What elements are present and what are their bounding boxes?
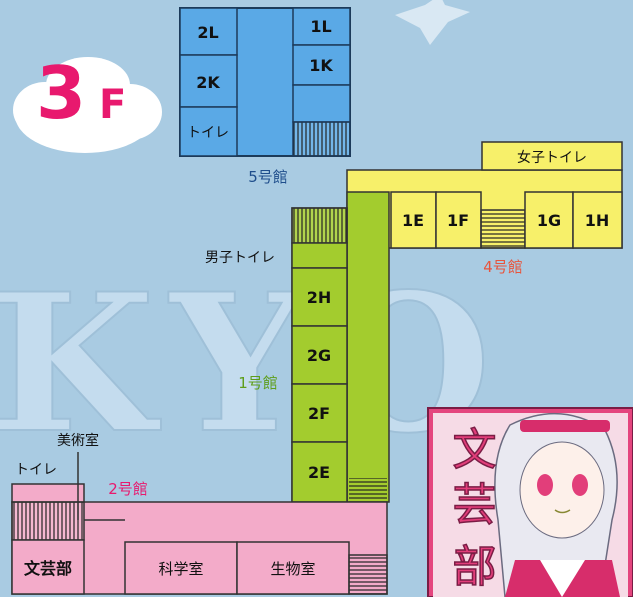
room-5-blank: [292, 84, 351, 123]
room-2K-label: 2K: [196, 73, 220, 92]
womens-toilet[interactable]: [481, 141, 623, 171]
stairs-5: [292, 121, 351, 157]
floor-number: 3: [36, 51, 86, 135]
room-2H-label: 2H: [307, 288, 332, 307]
room-2E-label: 2E: [308, 463, 330, 482]
bungeibu-label: 文芸部: [24, 559, 72, 578]
room-2H[interactable]: [291, 267, 348, 327]
room-1L-label: 1L: [310, 17, 331, 36]
biology-room-label: 生物室: [270, 560, 315, 578]
room-1E[interactable]: [390, 191, 437, 249]
science-room-label: 科学室: [158, 560, 203, 578]
room-2E[interactable]: [291, 441, 348, 503]
club-poster: [427, 407, 633, 597]
room-2G[interactable]: [291, 325, 348, 385]
room-2G-label: 2G: [307, 346, 331, 365]
building-4-label: 4号館: [483, 258, 523, 276]
mens-toilet[interactable]: [291, 242, 348, 269]
cloud-icon: [13, 57, 162, 153]
poster-title-char: 部: [445, 543, 496, 587]
womens-toilet-label: 女子トイレ: [517, 149, 587, 166]
biology-room[interactable]: [236, 541, 350, 595]
building-1: [291, 191, 390, 503]
room-1G-label: 1G: [537, 211, 561, 230]
room-2L[interactable]: [179, 7, 238, 56]
poster-title: 文 芸 部: [445, 426, 496, 587]
building-5: [179, 7, 351, 157]
watermark-text: KYO: [0, 252, 511, 475]
bird-icon: [395, 0, 470, 45]
stairs-2b: [348, 554, 388, 595]
building-2-label: 2号館: [108, 480, 148, 498]
stairs-4: [480, 209, 526, 249]
bungeibu-room[interactable]: [11, 539, 85, 595]
room-1L[interactable]: [292, 7, 351, 46]
room-2F-label: 2F: [308, 404, 330, 423]
building-5-label: 5号館: [248, 168, 288, 186]
stairs-1: [291, 207, 348, 244]
building-2: [11, 452, 388, 595]
stairs-2: [11, 501, 85, 541]
poster-title-char: 文: [445, 426, 496, 470]
room-1H-label: 1H: [585, 211, 610, 230]
stairs-1b: [349, 478, 387, 502]
art-room-label: 美術室: [57, 432, 99, 449]
building-1-label: 1号館: [238, 374, 278, 392]
floor-unit: F: [99, 82, 126, 128]
room-1H[interactable]: [572, 191, 623, 249]
room-1F-label: 1F: [447, 211, 469, 230]
room-1E-label: 1E: [402, 211, 424, 230]
room-1G[interactable]: [524, 191, 574, 249]
toilet-2-label: トイレ: [15, 462, 57, 478]
toilet-5[interactable]: [179, 106, 238, 157]
toilet-5-label: トイレ: [187, 125, 229, 141]
room-2L-label: 2L: [197, 23, 218, 42]
poster-title-char: 芸: [445, 481, 496, 525]
room-2K[interactable]: [179, 54, 238, 108]
toilet-2[interactable]: [11, 483, 85, 503]
mens-toilet-label: 男子トイレ: [205, 250, 275, 266]
room-1K-label: 1K: [309, 56, 333, 75]
science-room[interactable]: [124, 541, 238, 595]
room-1K[interactable]: [292, 44, 351, 86]
